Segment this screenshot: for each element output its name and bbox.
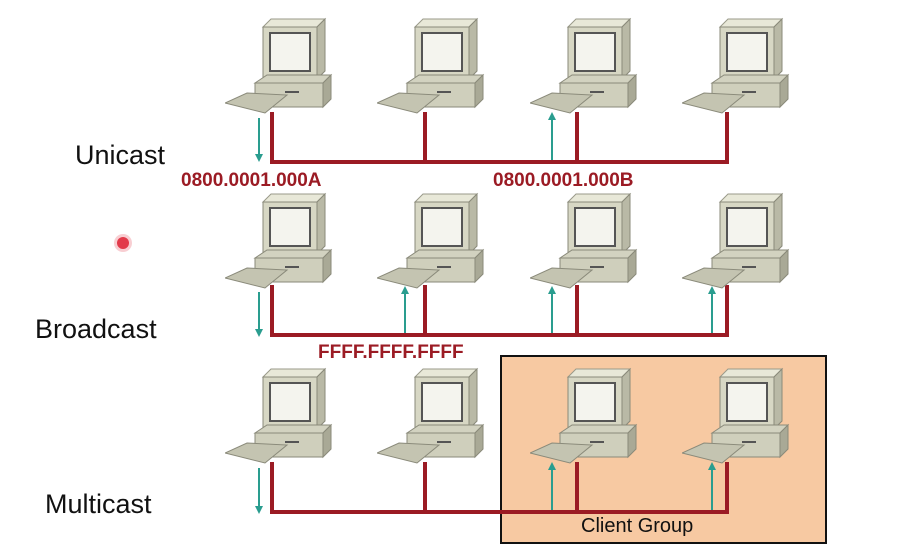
computer-icon [225, 193, 332, 289]
broadcast-wire [270, 285, 729, 337]
unicast-destination-address: 0800.0001.000B [493, 170, 634, 191]
computer-icon [377, 18, 484, 114]
computer-icon [377, 368, 484, 464]
broadcast-label: Broadcast [35, 314, 157, 344]
unicast-label: Unicast [75, 140, 166, 170]
multicast-row [225, 368, 789, 514]
computer-icon [682, 193, 789, 289]
computer-icon [225, 368, 332, 464]
multicast-wire [270, 462, 729, 514]
computer-icon [225, 18, 332, 114]
computer-icon [530, 193, 637, 289]
computer-icon [682, 18, 789, 114]
pointer-cursor-icon [117, 237, 129, 249]
computer-icon [530, 18, 637, 114]
broadcast-address: FFFF.FFFF.FFFF [318, 342, 464, 363]
broadcast-row [225, 193, 789, 337]
unicast-source-address: 0800.0001.000A [181, 170, 322, 191]
unicast-wire [270, 112, 729, 164]
multicast-label: Multicast [45, 489, 152, 519]
unicast-row [225, 18, 789, 164]
computer-icon [377, 193, 484, 289]
client-group-label: Client Group [581, 515, 694, 537]
